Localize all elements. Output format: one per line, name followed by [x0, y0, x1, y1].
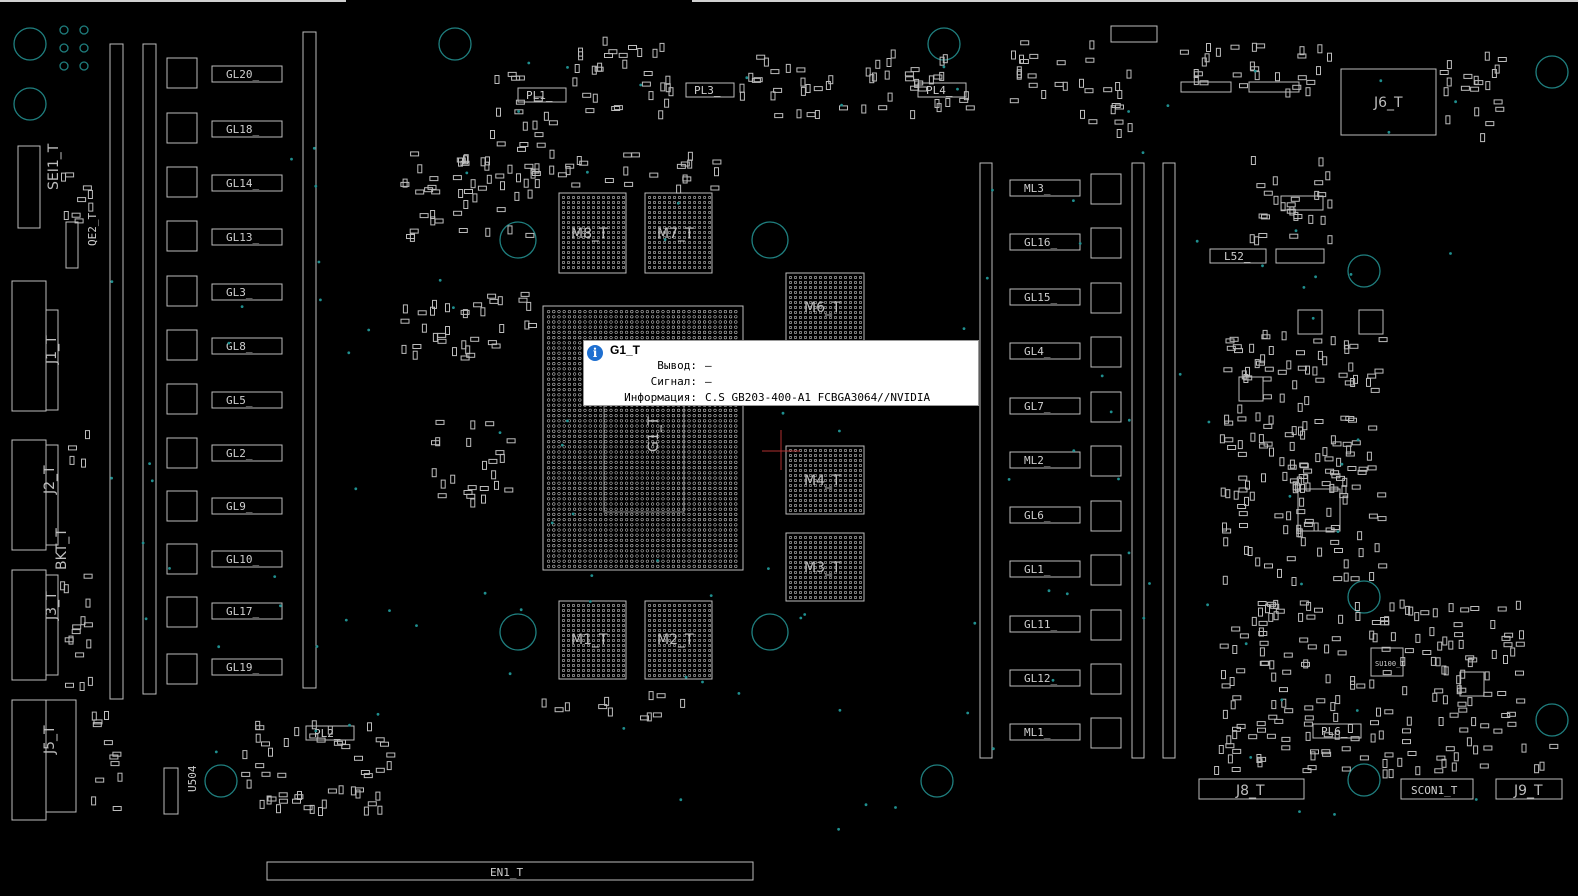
tooltip-row-signal: Сигнал: —	[584, 375, 980, 388]
refdes-j6: J6_T	[1373, 95, 1403, 111]
info-icon: i	[587, 345, 603, 361]
top-edge-left	[0, 0, 346, 2]
small-components	[60, 36, 1559, 816]
refdes-pl2: PL2_	[314, 727, 341, 740]
mounting-hole	[13, 27, 47, 61]
refdes-m3: M3_T	[804, 560, 841, 576]
refdes-m8: M8_T	[571, 226, 608, 242]
tooltip-value: —	[705, 375, 712, 388]
refdes-j1: J1_T	[44, 335, 60, 365]
right-connector-strips	[979, 162, 1176, 759]
mounting-hole	[499, 221, 537, 259]
refdes-bkt: BKT_T	[54, 528, 70, 570]
left-connectors: J1_T J2_T BKT_T J3_T J5_T SEI1_T QE2_T U…	[11, 143, 199, 821]
refdes-ml2: ML2_	[1024, 454, 1051, 467]
refdes-gl8: GL8_	[226, 340, 253, 353]
refdes-gl20: GL20_	[226, 68, 259, 81]
refdes-l52: L52_	[1224, 250, 1251, 263]
refdes-gl14: GL14_	[226, 177, 259, 190]
tooltip-row-info: Информация: C.S GB203-400-A1 FCBGA3064//N…	[584, 391, 980, 404]
refdes-gl19: GL19_	[226, 661, 259, 674]
crosshair-cursor	[762, 430, 800, 470]
mounting-hole	[1347, 254, 1381, 288]
refdes-sei: SEI1_T	[46, 143, 62, 190]
refdes-en: EN1_T	[490, 866, 523, 879]
refdes-ml1: ML1_	[1024, 726, 1051, 739]
refdes-j8: J8_T	[1235, 783, 1265, 799]
refdes-g1: G1_T	[646, 416, 662, 452]
refdes-j2: J2_T	[42, 465, 58, 495]
refdes-m2: M2_T	[657, 632, 694, 648]
mounting-hole	[751, 613, 789, 651]
refdes-gl9: GL9_	[226, 500, 253, 513]
tooltip-value: —	[705, 359, 712, 372]
refdes-gl12: GL12_	[1024, 672, 1057, 685]
refdes-gl2: GL2_	[226, 447, 253, 460]
refdes-scon: SCON1_T	[1411, 784, 1458, 797]
top-edge-right	[692, 0, 1578, 2]
right-connectors: J6_T J8_T SCON1_T J9_T SU100_T	[1110, 25, 1563, 800]
refdes-m6: M6_T	[804, 300, 841, 316]
refdes-gl17: GL17_	[226, 605, 259, 618]
refdes-gl3: GL3_	[226, 286, 253, 299]
refdes-pl3: PL3_	[694, 84, 721, 97]
mounting-hole	[499, 613, 537, 651]
component-info-tooltip: i G1_T Вывод: — Сигнал: — Информация: C.S G…	[583, 340, 979, 406]
refdes-pl6: PL6_	[1321, 725, 1348, 738]
tooltip-title: G1_T	[610, 343, 641, 357]
refdes-ml3: ML3_	[1024, 182, 1051, 195]
mounting-hole	[13, 87, 47, 121]
refdes-qe: QE2_T	[86, 213, 99, 246]
refdes-gl11: GL11_	[1024, 618, 1057, 631]
tooltip-key: Вывод:	[657, 359, 697, 372]
refdes-j3: J3_T	[44, 591, 60, 621]
refdes-gl10: GL10_	[226, 553, 259, 566]
refdes-su: SU100_T	[1375, 660, 1405, 668]
right-inductor-column: ML3_ GL16_ GL15_ GL4_ GL7_ ML2_ GL6_ GL1…	[1009, 173, 1122, 749]
refdes-m7: M7_T	[657, 226, 694, 242]
refdes-u504: U504	[186, 765, 199, 792]
refdes-gl6: GL6_	[1024, 509, 1051, 522]
memory-chips	[558, 192, 865, 680]
refdes-gl5: GL5_	[226, 394, 253, 407]
gpu-package[interactable]: G1_T	[542, 305, 744, 571]
tooltip-key: Информация:	[624, 391, 697, 404]
tooltip-key: Сигнал:	[650, 375, 697, 388]
mounting-hole	[1347, 580, 1381, 614]
refdes-gl4: GL4_	[1024, 345, 1051, 358]
mounting-hole	[438, 27, 472, 61]
top-inductors: PL1_ PL3_ PL4_ PL2_ PL6_ L52_	[305, 82, 1362, 741]
mounting-hole	[920, 764, 954, 798]
refdes-gl16: GL16_	[1024, 236, 1057, 249]
refdes-gl7: GL7_	[1024, 400, 1051, 413]
mounting-hole	[751, 221, 789, 259]
mounting-holes	[13, 25, 1569, 798]
refdes-gl1: GL1_	[1024, 563, 1051, 576]
mounting-hole	[1535, 55, 1569, 89]
refdes-m1: M1_T	[571, 632, 608, 648]
refdes-gl13: GL13_	[226, 231, 259, 244]
refdes-pl1: PL1_	[526, 89, 553, 102]
mounting-hole	[204, 764, 238, 798]
left-connector-strips	[109, 31, 317, 700]
vias	[110, 61, 1478, 831]
refdes-gl15: GL15_	[1024, 291, 1057, 304]
mounting-hole	[1535, 703, 1569, 737]
memory-labels: M8_T M7_T M6_T M4_T M3_T M1_T M2_T	[571, 226, 841, 648]
left-inductor-column: GL20_ GL18_ GL14_ GL13_ GL3_ GL8_ GL5_ G…	[166, 57, 283, 685]
tooltip-value: C.S GB203-400-A1 FCBGA3064//NVIDIA	[705, 391, 931, 404]
refdes-j5: J5_T	[42, 725, 58, 755]
bottom-edge-connector: EN1_T	[266, 861, 754, 881]
refdes-m4: M4_T	[804, 473, 841, 489]
refdes-pl4: PL4_	[926, 84, 953, 97]
tooltip-row-pin: Вывод: —	[584, 359, 980, 372]
refdes-gl18: GL18_	[226, 123, 259, 136]
refdes-j9: J9_T	[1513, 783, 1543, 799]
mounting-hole	[1347, 763, 1381, 797]
